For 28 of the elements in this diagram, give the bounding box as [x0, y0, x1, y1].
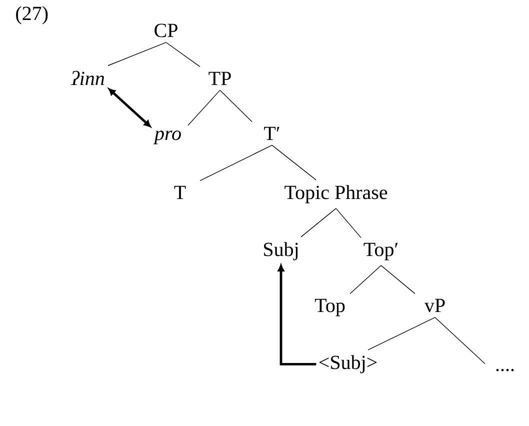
tree-label: ....: [496, 368, 514, 372]
tree-label: CP: [154, 24, 178, 38]
tree-branch: [434, 317, 486, 364]
tree-branch: [220, 90, 252, 122]
tree-label: Top′: [364, 242, 398, 260]
tree-label: T′: [264, 126, 280, 140]
tree-branch: [380, 265, 416, 294]
tree-label: Topic Phrase: [284, 185, 388, 204]
tree-branch: [200, 144, 272, 182]
coreference-arrow: [108, 88, 151, 128]
tree-branch: [300, 208, 336, 238]
tree-branch: [368, 317, 436, 350]
tree-branch: [350, 265, 382, 294]
tree-label: vP: [424, 298, 445, 312]
tree-label: T: [174, 186, 186, 199]
tree-branch: [166, 42, 200, 68]
tree-branch: [188, 90, 220, 126]
tree-label: Subj: [264, 242, 298, 260]
tree-label: ʔinn: [70, 70, 104, 85]
tree-label: TP: [208, 72, 231, 85]
tree-branch: [272, 144, 316, 180]
tree-label: pro: [153, 130, 181, 144]
tree-label: <Subj>: [319, 355, 377, 374]
tree-branch: [336, 208, 362, 238]
movement-arrow: [278, 264, 316, 366]
example-number: (27): [16, 6, 48, 24]
tree-branch: [108, 42, 166, 66]
tree-label: Top: [314, 298, 345, 316]
